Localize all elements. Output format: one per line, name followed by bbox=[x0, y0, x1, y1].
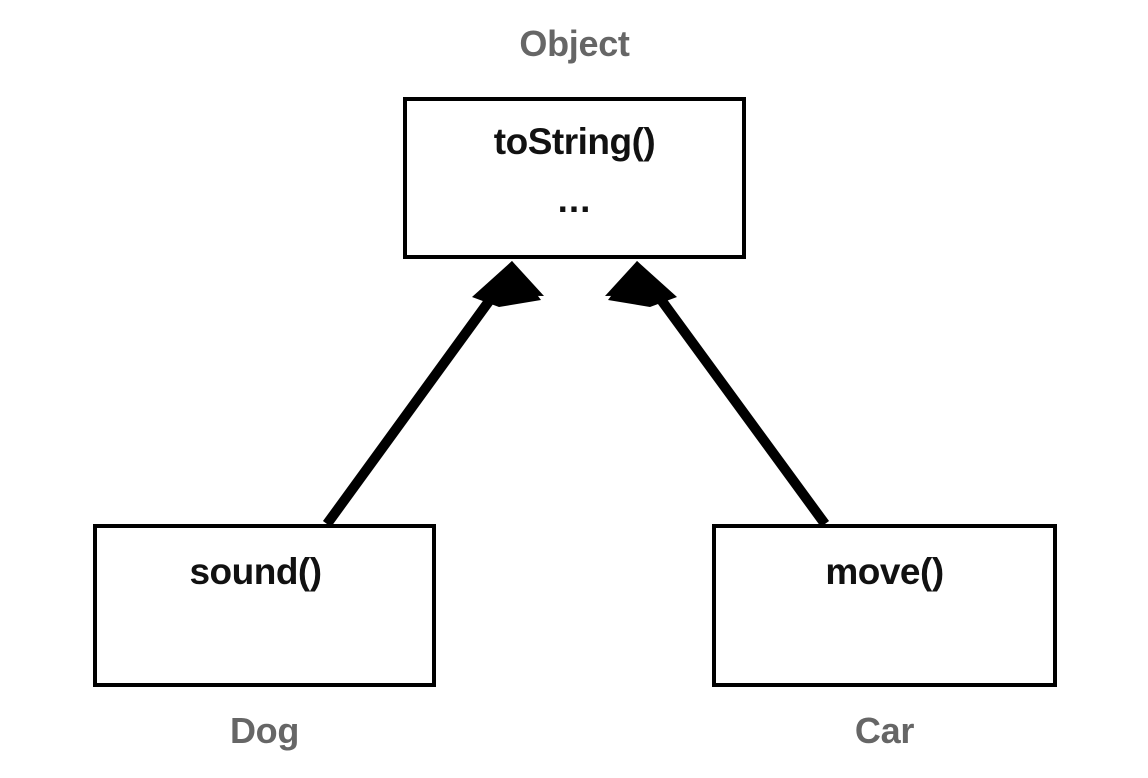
class-member-move: move() bbox=[825, 551, 944, 592]
class-member-sound: sound() bbox=[189, 551, 322, 592]
class-box-car[interactable]: move() bbox=[712, 524, 1057, 687]
class-box-dog[interactable]: sound() bbox=[93, 524, 436, 687]
arrow-car-to-object bbox=[605, 261, 830, 527]
class-name-dog: Dog bbox=[229, 710, 300, 751]
arrow-dog-to-object bbox=[322, 261, 544, 527]
class-member-ellipsis: ... bbox=[557, 179, 592, 220]
class-name-car: Car bbox=[854, 710, 915, 751]
class-name-object: Object bbox=[519, 23, 630, 64]
class-box-object[interactable]: toString() ... bbox=[403, 97, 746, 259]
class-member-tostring: toString() bbox=[493, 121, 656, 162]
